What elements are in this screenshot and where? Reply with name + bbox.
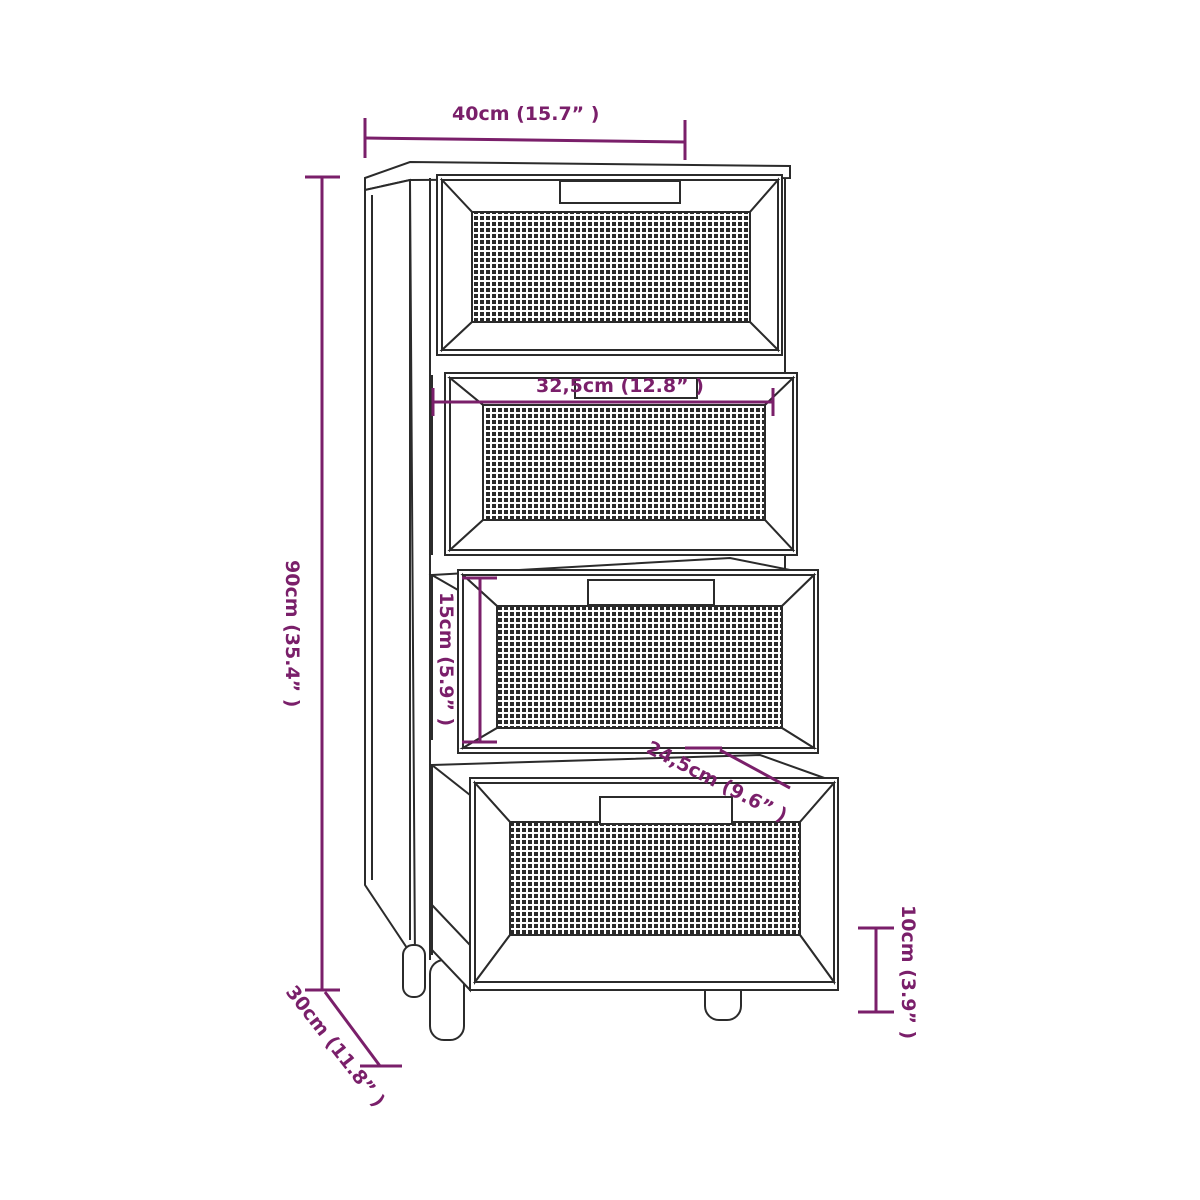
depth-label: 30cm (11.8” )	[281, 982, 389, 1112]
drawer-width-label: 32,5cm (12.8” )	[536, 375, 704, 397]
drawer-1	[436, 174, 783, 356]
dimension-drawer-depth	[685, 746, 791, 790]
dimension-depth	[323, 991, 402, 1068]
dimension-drawer-width	[431, 388, 775, 416]
dimension-leg-height	[858, 926, 894, 1014]
width-label: 40cm (15.7” )	[452, 103, 599, 125]
dimension-height	[305, 175, 340, 992]
leg-height-label: 10cm (3.9” )	[897, 905, 919, 1039]
drawer-height-label: 15cm (5.9” )	[435, 592, 457, 726]
drawer-2	[431, 372, 798, 556]
drawer-4	[429, 753, 839, 993]
dimension-width	[363, 118, 687, 160]
height-label: 90cm (35.4” )	[281, 560, 303, 707]
dimension-drawer-height	[462, 576, 497, 744]
drawer-3	[428, 556, 819, 754]
leg-back-left	[402, 944, 426, 998]
